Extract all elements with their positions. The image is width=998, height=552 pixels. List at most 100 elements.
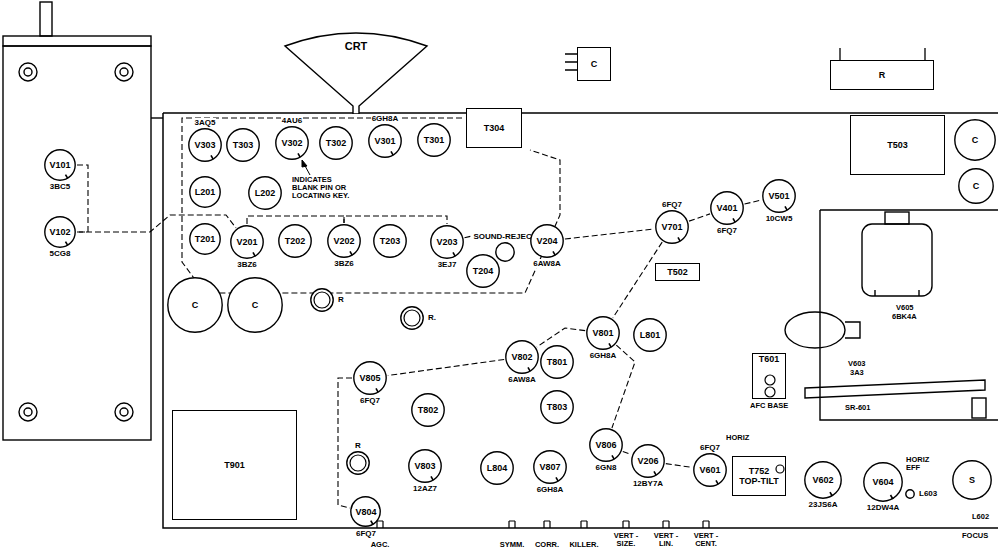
power-transformer: T901 (172, 410, 297, 520)
capacitor-can: C (167, 277, 223, 333)
wiring-line (338, 378, 352, 508)
part-label: T303 (232, 140, 255, 150)
transformer-box: T304 (466, 108, 522, 148)
part-note: V605 (896, 304, 914, 312)
coil-can: L202 (248, 176, 282, 210)
tube-socket: V3016GH8A (368, 124, 402, 158)
chassis-outline (163, 113, 998, 528)
part-label: T803 (546, 402, 569, 412)
part-label: T601 (758, 354, 781, 364)
type-label: 12DW4A (866, 503, 900, 512)
coil-box: T752TOP-TILT (732, 456, 786, 496)
part-label: L201 (194, 187, 217, 197)
transformer-box: T503 (850, 115, 945, 175)
outline (346, 451, 370, 475)
part-note: 6BK4A (892, 313, 917, 321)
tube-socket: V8016GH8A (586, 316, 620, 350)
part-note: 3A3 (850, 369, 864, 377)
part-label: V701 (660, 222, 683, 232)
part-note: VERT -CENT. (689, 532, 723, 548)
part-label: S (968, 475, 976, 485)
type-label: 3BZ6 (236, 260, 258, 269)
tube-socket: V60223JS6A (804, 461, 842, 499)
type-label: 3BZ6 (333, 259, 355, 268)
part-label: V302 (280, 138, 303, 148)
part-label: V102 (48, 227, 71, 237)
part-label: V301 (373, 136, 396, 146)
part-label: V801 (591, 328, 614, 338)
crt-outline: CRT (283, 28, 429, 114)
transformer-can: T302 (319, 126, 353, 160)
part-note: FOCUS (962, 532, 988, 540)
type-label: R (354, 441, 362, 450)
part-label: C (251, 300, 260, 310)
control-tabs (377, 521, 709, 528)
tube-socket: V8076GH8A (533, 450, 567, 484)
transformer-can: T803 (540, 390, 574, 424)
part-label: T503 (886, 140, 909, 150)
type-label: 23JS6A (808, 500, 839, 509)
part-label: L202 (254, 188, 277, 198)
tube-socket: V2046AW8A (530, 224, 564, 258)
part-label: T502 (666, 267, 689, 277)
transformer-can: T201 (189, 223, 221, 255)
part-label: V501 (767, 191, 790, 201)
tube-socket: V2033EJ7 (430, 225, 464, 259)
tube-socket: V8056FQ7 (353, 361, 387, 395)
type-label: 6AW8A (532, 259, 562, 268)
coil-can: L801 (633, 318, 667, 352)
transformer-can: T801 (540, 345, 574, 379)
part-note: L602 (972, 513, 989, 521)
coil-can: L804 (480, 451, 514, 485)
capacitor-can: C (954, 119, 996, 161)
part-label: T201 (194, 234, 217, 244)
part-label: T202 (284, 236, 307, 246)
wiring-line (344, 216, 447, 224)
part-label: R (878, 70, 887, 80)
tube-socket: V1013BC5 (44, 149, 76, 181)
type-label: L603 (918, 489, 938, 498)
part-note: SR-601 (845, 404, 870, 412)
wiring-line (537, 328, 585, 347)
type-label: 6GH8A (589, 351, 618, 360)
potentiometer: R (346, 451, 370, 475)
type-label: 12AZ7 (412, 484, 438, 493)
type-label: 6FQ7 (359, 396, 381, 405)
part-note: AGC. (371, 541, 390, 549)
type-label: 12BY7A (632, 479, 664, 488)
potentiometer: R (310, 288, 334, 312)
type-label: 6FQ7 (355, 529, 377, 538)
part-label: V803 (413, 461, 436, 471)
wiring-line (745, 200, 762, 204)
part-label: T302 (325, 138, 348, 148)
transformer-can: T802 (411, 393, 445, 427)
coil-hole: L603 (905, 489, 915, 499)
type-label: 3BC5 (49, 182, 71, 191)
part-label: V604 (871, 477, 894, 487)
transformer-box: T601 (752, 353, 786, 399)
part-label: V202 (332, 236, 355, 246)
part-label: CRT (344, 40, 369, 53)
part-label: V807 (538, 462, 561, 472)
part-note: HORIZ EFF (906, 456, 936, 472)
tube-socket: V3033AQ5 (188, 128, 222, 162)
part-label: V401 (715, 203, 738, 213)
part-note: V603 (848, 360, 866, 368)
switch-can: S (952, 460, 992, 500)
part-note: AFC BASE (750, 402, 788, 410)
wiring-line (666, 464, 692, 468)
part-label: L804 (486, 463, 509, 473)
part-label: T304 (483, 123, 506, 133)
tube-socket: V80312AZ7 (408, 449, 442, 483)
adjust-hole: SOUND-REJECT (495, 242, 515, 262)
potentiometer: R. (400, 306, 424, 330)
type-label: 6AW8A (507, 375, 537, 384)
part-label: T801 (546, 357, 569, 367)
type-label: 5CG8 (49, 249, 72, 258)
type-label: R. (427, 313, 437, 322)
part-label: T301 (423, 135, 446, 145)
type-label: SOUND-REJECT (472, 232, 537, 241)
part-label: TOP-TILT (738, 476, 780, 486)
wiring-line (388, 359, 504, 375)
tube-socket: V60412DW4A (863, 462, 903, 502)
